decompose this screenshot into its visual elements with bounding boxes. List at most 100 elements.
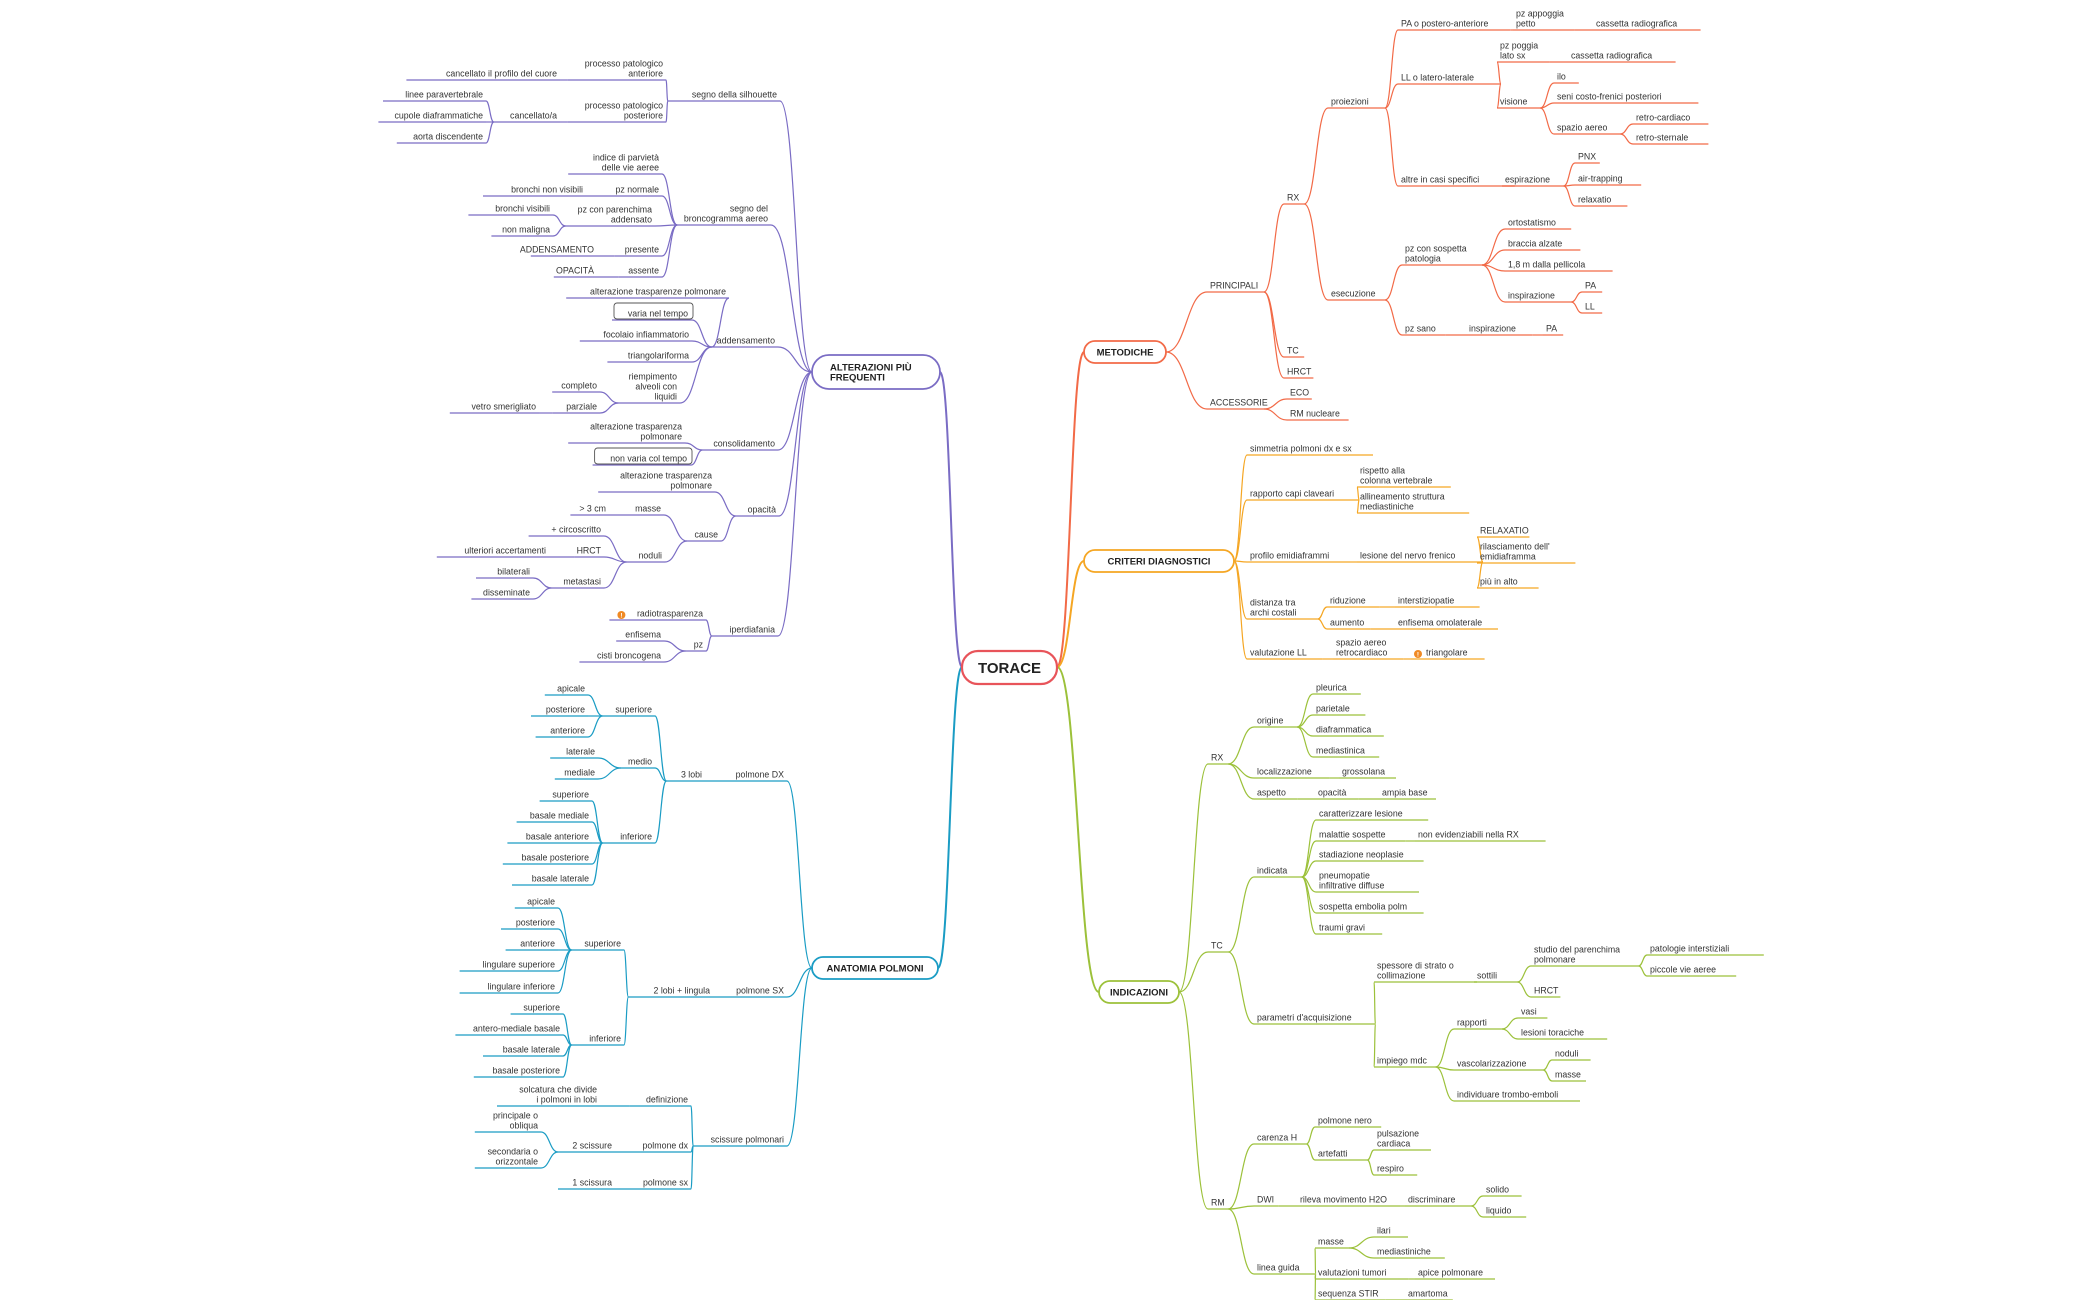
node-interstiziopatie[interactable]: interstiziopatie: [1395, 596, 1480, 608]
node-basale-mediale[interactable]: basale mediale: [516, 811, 592, 823]
node-individuare-trombo-emboli[interactable]: individuare trombo-emboli: [1454, 1090, 1580, 1102]
node-rx[interactable]: RX: [1208, 753, 1229, 765]
node-rapporto-capi-claveari[interactable]: rapporto capi claveari: [1247, 489, 1360, 501]
node-pz[interactable]: pz: [685, 640, 706, 652]
node-rm-nucleare[interactable]: RM nucleare: [1287, 409, 1349, 421]
node-vasi[interactable]: vasi: [1518, 1007, 1548, 1019]
node-3-cm[interactable]: > 3 cm: [570, 504, 609, 516]
node-focolaio-infiammatorio[interactable]: focolaio infiammatorio: [579, 330, 692, 342]
node-assente[interactable]: assente: [618, 266, 662, 278]
node-bronchi-visibili[interactable]: bronchi visibili: [468, 204, 553, 216]
node-accessorie[interactable]: ACCESSORIE: [1207, 398, 1268, 410]
branch-indicazioni[interactable]: INDICAZIONI: [1098, 980, 1180, 1004]
node-parietale[interactable]: parietale: [1313, 704, 1366, 716]
node-basale-posteriore[interactable]: basale posteriore: [502, 853, 592, 865]
node-hrct[interactable]: HRCT: [574, 546, 604, 558]
node-piu-in-alto[interactable]: più in alto: [1477, 577, 1539, 589]
node-visione[interactable]: visione: [1497, 97, 1541, 109]
node-origine[interactable]: origine: [1254, 716, 1298, 728]
node-pnx[interactable]: PNX: [1575, 152, 1600, 164]
node-pz-normale[interactable]: pz normale: [605, 185, 662, 197]
node-lesione-del-nervo-frenico[interactable]: lesione del nervo frenico: [1357, 551, 1483, 563]
node-inferiore[interactable]: inferiore: [571, 1034, 624, 1046]
node-masse[interactable]: masse: [1552, 1070, 1586, 1082]
node-polmone-dx[interactable]: polmone DX: [730, 770, 787, 782]
node-basale-anteriore[interactable]: basale anteriore: [507, 832, 592, 844]
node-cisti-broncogena[interactable]: cisti broncogena: [579, 651, 664, 663]
node-basale-laterale[interactable]: basale laterale: [483, 1045, 563, 1057]
node-vetro-smerigliato[interactable]: vetro smerigliato: [449, 402, 539, 414]
node-impiego-mdc[interactable]: impiego mdc: [1374, 1056, 1436, 1068]
node-radiotrasparenza[interactable]: !radiotrasparenza: [609, 609, 706, 621]
node-diaframmatica[interactable]: diaframmatica: [1313, 725, 1384, 737]
node-ilari[interactable]: ilari: [1374, 1226, 1408, 1238]
node-grossolana[interactable]: grossolana: [1339, 767, 1396, 779]
node-varia-nel-tempo[interactable]: varia nel tempo: [612, 302, 694, 321]
node-linea-guida[interactable]: linea guida: [1254, 1263, 1316, 1275]
node-rapporti[interactable]: rapporti: [1454, 1018, 1502, 1030]
node-simmetria-polmoni-dx-e-sx[interactable]: simmetria polmoni dx e sx: [1247, 444, 1373, 456]
node-proiezioni[interactable]: proiezioni: [1328, 97, 1385, 109]
node-cupole-diaframmatiche[interactable]: cupole diaframmatiche: [378, 111, 486, 123]
branch-anatomia-polmoni[interactable]: ANATOMIA POLMONI: [811, 956, 939, 980]
node-sospetta-embolia-polm[interactable]: sospetta embolia polm: [1316, 902, 1424, 914]
node-noduli[interactable]: noduli: [626, 551, 665, 563]
node-enfisema[interactable]: enfisema: [616, 630, 664, 642]
node-lesioni-toraciche[interactable]: lesioni toraciche: [1518, 1028, 1608, 1040]
node-superiore[interactable]: superiore: [602, 705, 655, 717]
node-superiore[interactable]: superiore: [539, 790, 592, 802]
node-artefatti[interactable]: artefatti: [1315, 1149, 1368, 1161]
node-tc[interactable]: TC: [1284, 346, 1305, 358]
node-piccole-vie-aeree[interactable]: piccole vie aeree: [1647, 965, 1737, 977]
node-ampia-base[interactable]: ampia base: [1379, 788, 1436, 800]
node-retro-sternale[interactable]: retro-sternale: [1633, 133, 1709, 145]
node-cassetta-radiografica[interactable]: cassetta radiografica: [1593, 19, 1701, 31]
node-sottili[interactable]: sottili: [1474, 971, 1518, 983]
node-vascolarizzazione[interactable]: vascolarizzazione: [1454, 1059, 1544, 1071]
node-antero-mediale-basale[interactable]: antero-mediale basale: [455, 1024, 563, 1036]
node-circoscritto[interactable]: + circoscritto: [528, 525, 604, 537]
node-addensamento[interactable]: ADDENSAMENTO: [520, 245, 597, 257]
node-relaxatio[interactable]: relaxatio: [1575, 195, 1628, 207]
node-mediastinica[interactable]: mediastinica: [1313, 746, 1380, 758]
root-node[interactable]: TORACE: [960, 649, 1059, 686]
node-aspetto[interactable]: aspetto: [1254, 788, 1298, 800]
node-discriminare[interactable]: discriminare: [1405, 1195, 1472, 1207]
node-bilaterali[interactable]: bilaterali: [476, 567, 533, 579]
node-non-evidenziabili-nella-rx[interactable]: non evidenziabili nella RX: [1415, 830, 1546, 842]
node-opacita[interactable]: opacità: [735, 505, 779, 517]
node-addensamento[interactable]: addensamento: [711, 336, 778, 348]
node-definizione[interactable]: definizione: [629, 1095, 691, 1107]
node-indicata[interactable]: indicata: [1254, 866, 1302, 878]
node-localizzazione[interactable]: localizzazione: [1254, 767, 1330, 779]
node-rx[interactable]: RX: [1284, 193, 1305, 205]
node-anteriore[interactable]: anteriore: [535, 726, 588, 738]
branch-metodiche[interactable]: METODICHE: [1083, 340, 1167, 364]
node-anteriore[interactable]: anteriore: [505, 939, 558, 951]
node-medio[interactable]: medio: [621, 757, 655, 769]
node-braccia-alzate[interactable]: braccia alzate: [1505, 239, 1581, 251]
node-liquido[interactable]: liquido: [1483, 1206, 1527, 1218]
node-rm[interactable]: RM: [1208, 1198, 1229, 1210]
node-non-varia-col-tempo[interactable]: non varia col tempo: [592, 447, 693, 466]
node-rilasciamento-dell-emidiaframma[interactable]: rilasciamento dell'emidiaframma: [1477, 542, 1576, 564]
node-riduzione[interactable]: riduzione: [1327, 596, 1380, 608]
node-lingulare-superiore[interactable]: lingulare superiore: [459, 960, 558, 972]
node-2-scissure[interactable]: 2 scissure: [558, 1141, 615, 1153]
node-pa[interactable]: PA: [1582, 281, 1603, 293]
node-valutazioni-tumori[interactable]: valutazioni tumori: [1315, 1268, 1409, 1280]
node-apicale[interactable]: apicale: [514, 897, 558, 909]
node-polmone-nero[interactable]: polmone nero: [1315, 1116, 1382, 1128]
